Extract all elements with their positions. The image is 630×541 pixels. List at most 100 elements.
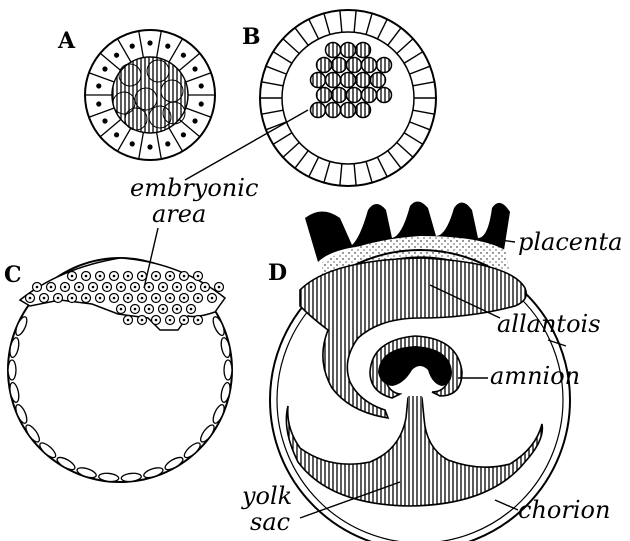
inner-mass-cell	[311, 103, 326, 118]
area-nucleus	[127, 275, 130, 278]
chorion-label: chorion	[518, 496, 610, 524]
area-nucleus	[141, 319, 144, 322]
area-label: area	[152, 200, 206, 228]
area-nucleus	[78, 286, 81, 289]
area-nucleus	[113, 275, 116, 278]
panel-a: A	[57, 28, 215, 160]
inner-mass-cell	[341, 73, 356, 88]
area-nucleus	[169, 319, 172, 322]
inner-mass-cell	[341, 103, 356, 118]
cell-nucleus	[165, 44, 170, 49]
area-nucleus	[190, 308, 193, 311]
area-nucleus	[99, 275, 102, 278]
area-nucleus	[141, 275, 144, 278]
cell-nucleus	[96, 101, 101, 106]
area-nucleus	[127, 319, 130, 322]
area-nucleus	[113, 297, 116, 300]
embryonic-label: embryonic	[130, 174, 258, 202]
area-nucleus	[36, 286, 39, 289]
area-nucleus	[134, 308, 137, 311]
cell-nucleus	[181, 53, 186, 58]
placenta-label: placenta	[518, 228, 622, 256]
panel-c: C	[4, 258, 232, 482]
cell-nucleus	[192, 118, 197, 123]
inner-mass-cell	[317, 88, 332, 103]
area-nucleus	[85, 275, 88, 278]
area-nucleus	[162, 308, 165, 311]
inner-mass-cell	[377, 58, 392, 73]
area-nucleus	[176, 286, 179, 289]
inner-mass-cell	[347, 58, 362, 73]
area-nucleus	[169, 275, 172, 278]
area-nucleus	[120, 308, 123, 311]
cell-nucleus	[96, 83, 101, 88]
area-nucleus	[71, 297, 74, 300]
inner-mass-cell	[317, 58, 332, 73]
area-nucleus	[99, 297, 102, 300]
area-nucleus	[127, 297, 130, 300]
inner-mass-cell	[362, 88, 377, 103]
area-nucleus	[183, 297, 186, 300]
inner-mass-cell	[326, 73, 341, 88]
area-nucleus	[183, 275, 186, 278]
inner-mass-cell	[356, 73, 371, 88]
panel-d-letter: D	[268, 260, 287, 286]
area-nucleus	[120, 286, 123, 289]
area-nucleus	[183, 319, 186, 322]
area-nucleus	[197, 297, 200, 300]
area-nucleus	[43, 297, 46, 300]
inner-mass-cell	[356, 103, 371, 118]
area-nucleus	[92, 286, 95, 289]
allantois-label: allantois	[497, 310, 601, 338]
inner-mass-cell	[377, 88, 392, 103]
area-nucleus	[190, 286, 193, 289]
amnion-label: amnion	[490, 362, 580, 390]
area-nucleus	[211, 297, 214, 300]
area-nucleus	[29, 297, 32, 300]
wall-cell	[8, 360, 16, 380]
inner-mass-cell	[371, 73, 386, 88]
inner-mass-cell	[332, 58, 347, 73]
panel-a-letter: A	[57, 28, 76, 54]
chorion-leader	[495, 500, 518, 510]
inner-mass-cell	[341, 43, 356, 58]
area-nucleus	[155, 275, 158, 278]
area-nucleus	[204, 286, 207, 289]
area-nucleus	[71, 275, 74, 278]
inner-mass-cell	[356, 43, 371, 58]
cell-nucleus	[147, 40, 152, 45]
panel-c-letter: C	[4, 262, 22, 288]
cell-nucleus	[102, 66, 107, 71]
area-nucleus	[148, 286, 151, 289]
panel-b: B	[242, 10, 436, 186]
cell-nucleus	[114, 132, 119, 137]
cell-nucleus	[181, 132, 186, 137]
cell-nucleus	[102, 118, 107, 123]
yolk-label: yolk	[241, 482, 292, 510]
area-nucleus	[169, 297, 172, 300]
yolk-stalk	[408, 396, 422, 468]
area-nucleus	[85, 297, 88, 300]
area-nucleus	[64, 286, 67, 289]
area-nucleus	[141, 297, 144, 300]
cell-nucleus	[199, 83, 204, 88]
inner-mass-cell	[326, 43, 341, 58]
area-nucleus	[162, 286, 165, 289]
area-nucleus	[176, 308, 179, 311]
inner-mass-cell	[332, 88, 347, 103]
area-nucleus	[134, 286, 137, 289]
area-nucleus	[197, 275, 200, 278]
cell-nucleus	[165, 141, 170, 146]
inner-mass-cell	[347, 88, 362, 103]
area-nucleus	[155, 319, 158, 322]
inner-mass-cell	[326, 103, 341, 118]
area-nucleus	[218, 286, 221, 289]
cell-nucleus	[147, 144, 152, 149]
sac-label: sac	[250, 508, 290, 536]
wall-cell	[224, 360, 232, 380]
panel-b-letter: B	[242, 24, 261, 50]
cell-nucleus	[130, 141, 135, 146]
cell-nucleus	[199, 101, 204, 106]
cell-nucleus	[130, 44, 135, 49]
